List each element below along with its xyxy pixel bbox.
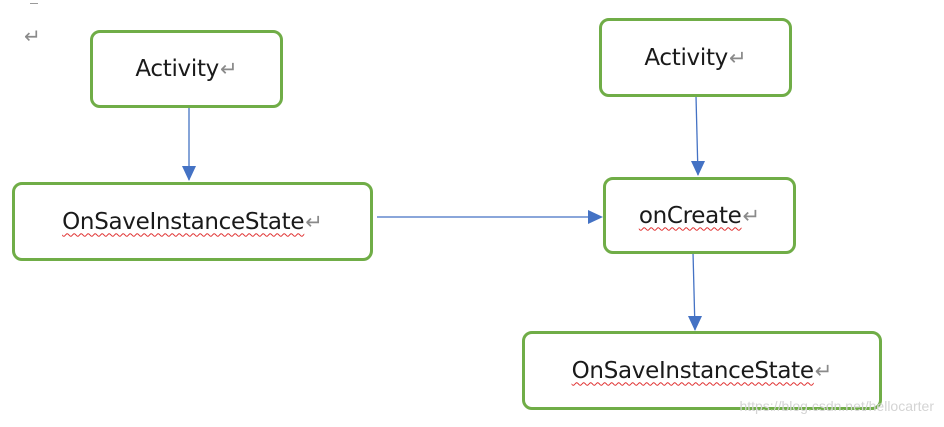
node-onsave-left[interactable]: OnSaveInstanceState↵	[12, 182, 373, 261]
arrowhead-activity-right-to-oncreate	[691, 161, 705, 176]
node-activity-right[interactable]: Activity↵	[599, 18, 792, 97]
arrowhead-oncreate-to-onsave-right	[688, 316, 702, 331]
paragraph-mark-standalone: ↵	[24, 24, 41, 48]
paragraph-mark: ↵	[305, 209, 323, 234]
paragraph-mark: ↵	[814, 358, 833, 383]
node-onsave-right[interactable]: OnSaveInstanceState↵	[522, 331, 882, 410]
top-edge-mark	[30, 0, 38, 4]
node-activity-left[interactable]: Activity↵	[90, 30, 283, 108]
paragraph-mark: ↵	[742, 203, 761, 228]
node-activity-right-label: Activity	[644, 44, 728, 71]
node-onsave-right-label: OnSaveInstanceState	[571, 357, 814, 384]
node-oncreate[interactable]: onCreate↵	[603, 177, 796, 254]
paragraph-mark: ↵	[220, 57, 238, 81]
paragraph-mark: ↵	[729, 45, 747, 70]
node-oncreate-label: onCreate	[638, 202, 742, 229]
arrowhead-onsave-left-to-oncreate	[588, 210, 603, 224]
arrowhead-activity-left-to-onsave-left	[182, 166, 196, 181]
node-onsave-left-label: OnSaveInstanceState	[62, 208, 305, 235]
watermark: https://blog.csdn.net/hellocarter	[739, 398, 934, 414]
node-activity-left-label: Activity	[135, 56, 219, 82]
